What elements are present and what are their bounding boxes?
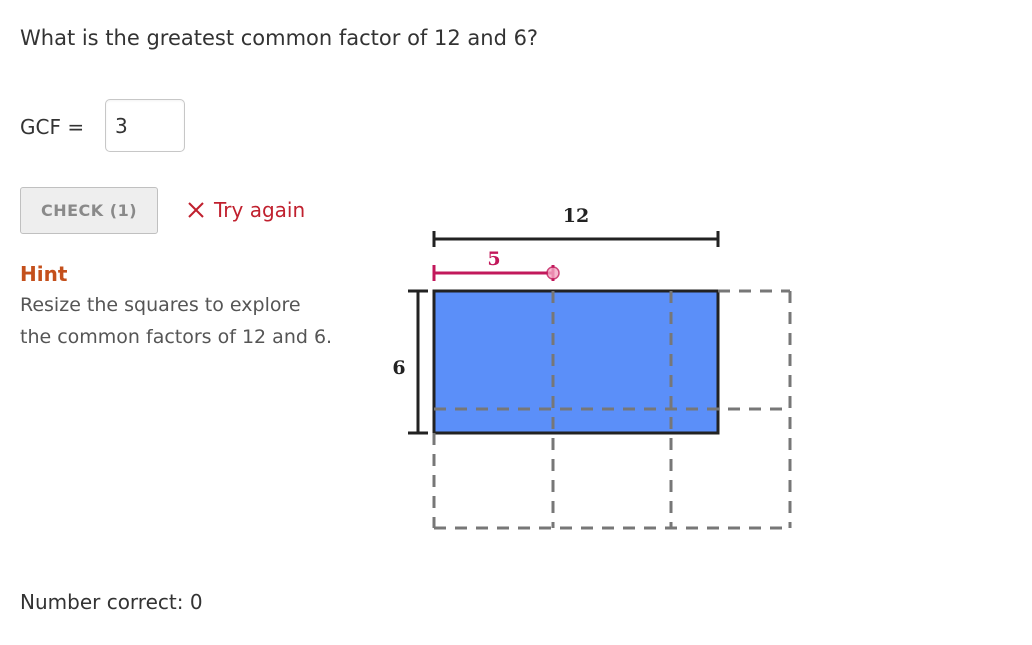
square-grid xyxy=(432,289,792,530)
slider-handle[interactable] xyxy=(546,266,560,280)
question-text: What is the greatest common factor of 12… xyxy=(20,26,539,50)
hint-line: the common factors of 12 and 6. xyxy=(20,326,333,348)
hint-text: Resize the squares to explore the common… xyxy=(20,289,380,353)
height-measure xyxy=(408,289,428,435)
feedback-text: Try again xyxy=(214,198,306,222)
x-icon xyxy=(188,202,204,218)
height-label: 6 xyxy=(392,357,405,379)
gcf-label: GCF = xyxy=(20,115,85,139)
gcf-answer-input[interactable] xyxy=(105,99,185,152)
width-measure xyxy=(432,231,720,247)
width-label: 12 xyxy=(563,205,589,227)
check-button[interactable]: CHECK (1) xyxy=(20,187,158,234)
score-text: Number correct: 0 xyxy=(20,590,203,614)
feedback-message: Try again xyxy=(186,198,305,222)
area-rectangle xyxy=(432,289,720,435)
square-size-label: 5 xyxy=(487,248,500,270)
hint-title: Hint xyxy=(20,262,68,286)
hint-line: Resize the squares to explore xyxy=(20,294,301,316)
